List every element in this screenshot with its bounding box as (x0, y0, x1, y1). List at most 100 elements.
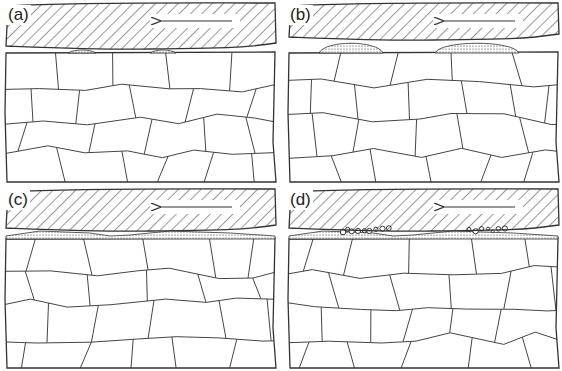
grain-boundary (89, 124, 95, 153)
slider-counterface (6, 189, 276, 231)
grain-boundary (355, 85, 359, 120)
grain-boundary (185, 89, 194, 123)
grain-boundary (84, 239, 92, 275)
grain-boundary (230, 53, 232, 91)
grain-boundary (299, 342, 309, 368)
grain-boundary (144, 119, 152, 154)
sliding-direction-arrow (160, 20, 232, 21)
grain-boundary (131, 339, 133, 368)
grain-boundary (449, 275, 451, 309)
grain-boundary (172, 337, 176, 368)
panel-label: (c) (6, 190, 30, 210)
grain-boundary (80, 342, 91, 368)
panel (0, 3, 320, 182)
specimen-outline (288, 238, 559, 368)
slider-counterface (289, 189, 559, 231)
slider-counterface (6, 3, 276, 49)
grain-boundary (408, 82, 409, 119)
grain-boundary (331, 156, 341, 182)
grain-boundary (310, 79, 311, 113)
grain-boundary (403, 309, 413, 342)
grain-boundary (390, 275, 400, 310)
grain-boundary (210, 239, 216, 278)
grain-boundary (157, 156, 168, 182)
grain-boundary (451, 53, 452, 80)
grain-boundary (545, 86, 549, 123)
grain-boundary (468, 338, 472, 369)
grain-boundary (248, 239, 254, 278)
grain-boundary (522, 337, 531, 368)
grain-boundary (504, 271, 511, 309)
grain-boundary (512, 53, 522, 86)
grain-boundary (198, 274, 206, 302)
grain-boundary (353, 119, 359, 152)
grain-boundary (166, 53, 170, 89)
grain-boundary (0, 146, 320, 158)
grain-boundary (76, 90, 80, 124)
panel-label: (b) (288, 5, 313, 25)
grain-boundary (472, 239, 477, 274)
specimen-outline (5, 238, 276, 368)
transfer-particle (68, 50, 96, 53)
grain-network (279, 53, 562, 182)
grain-boundary (219, 301, 226, 339)
grain-boundary (0, 81, 292, 92)
grain-boundary (246, 117, 255, 153)
arrow-ground (433, 200, 523, 214)
specimen-outline (5, 52, 276, 182)
grain-boundary (344, 239, 353, 275)
grain-boundary (129, 85, 136, 118)
sliding-direction-arrow (443, 206, 515, 207)
transfer-film (6, 231, 275, 239)
transfer-particle (319, 43, 383, 53)
grain-boundary (279, 79, 562, 88)
grain-boundary (21, 343, 25, 368)
arrow-ground (433, 14, 523, 28)
slider-counterface (289, 3, 559, 40)
panel (0, 189, 313, 368)
sliding-direction-arrow (160, 206, 232, 207)
grain-boundary (87, 275, 90, 306)
specimen-outline (288, 52, 559, 182)
grain-boundary (457, 114, 463, 149)
grain-boundary (112, 53, 113, 86)
grain-boundary (146, 270, 148, 301)
grain-boundary (267, 299, 271, 341)
grain-boundary (401, 341, 411, 368)
grain-boundary (312, 113, 317, 156)
grain-boundary (279, 332, 562, 344)
panel-label: (a) (6, 5, 31, 25)
transfer-film (289, 231, 558, 239)
grain-boundary (47, 303, 49, 343)
grain-boundary (525, 239, 529, 267)
grain-boundary (329, 273, 339, 309)
grain-network (0, 53, 320, 182)
grain-boundary (91, 305, 98, 342)
panel (279, 3, 562, 182)
grain-boundary (461, 81, 467, 114)
panel-label: (d) (288, 190, 313, 210)
grain-boundary (25, 271, 34, 300)
grain-boundary (56, 53, 59, 89)
grain-boundary (148, 300, 154, 338)
grain-boundary (347, 342, 354, 368)
grain-boundary (370, 149, 376, 182)
grain-boundary (204, 152, 213, 182)
grain-boundary (204, 118, 206, 152)
grain-boundary (31, 89, 33, 122)
grain-boundary (0, 337, 310, 343)
grain-network (279, 239, 562, 368)
grain-boundary (279, 266, 562, 279)
grain-boundary (303, 239, 313, 271)
grain-boundary (321, 307, 322, 341)
grain-boundary (122, 151, 128, 182)
grain-boundary (520, 117, 529, 152)
grain-boundary (450, 309, 453, 333)
grain-boundary (0, 298, 313, 311)
grain-boundary (230, 339, 237, 368)
grain-boundary (143, 239, 148, 270)
transfer-particle (150, 50, 176, 53)
grain-boundary (18, 122, 27, 151)
grain-boundary (252, 154, 255, 183)
grain-boundary (510, 85, 516, 117)
